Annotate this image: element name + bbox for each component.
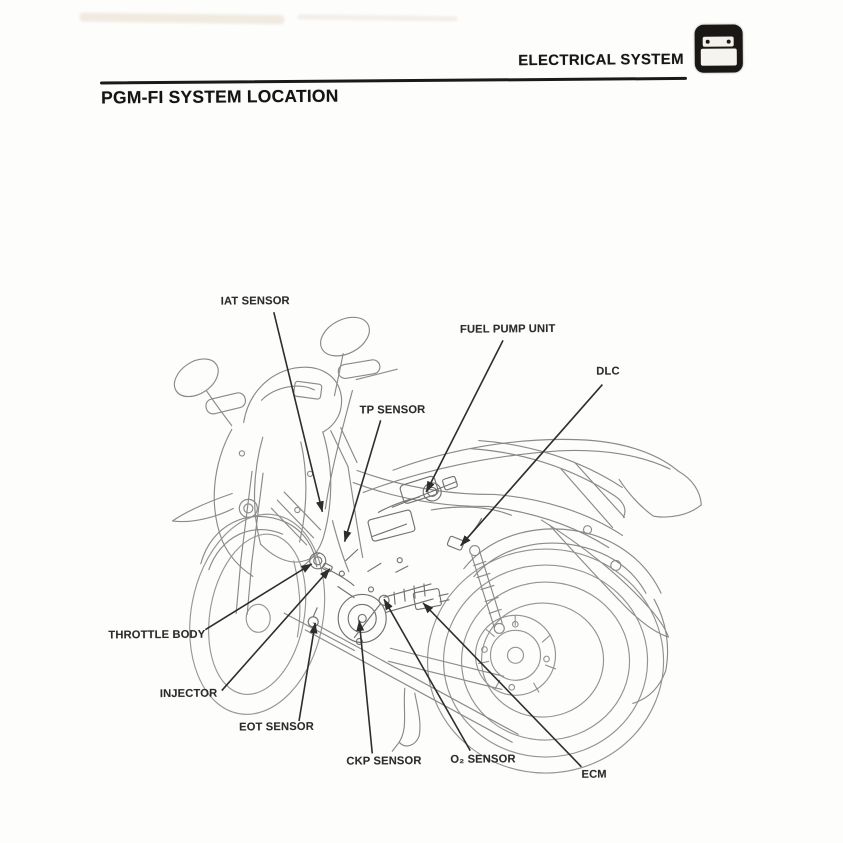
handlebar [205,359,398,510]
leader-dlc [460,384,603,547]
engine [307,517,483,646]
diagram-label-dlc: DLC [596,365,620,378]
swingarm-exhaust [283,612,519,752]
leader-lines [204,311,603,768]
diagram-label-throttle-body: THROTTLE BODY [108,628,206,642]
leader-fuel-pump-unit [425,339,504,493]
rear-fender [463,528,669,704]
throttle-body-part [309,552,327,570]
rear-stay [540,519,669,638]
diagram-label-injector: INJECTOR [159,687,218,701]
front-cowl [171,428,332,577]
seat-tail [362,438,702,529]
leader-throttle-body [204,563,313,631]
front-fender-fork [200,470,318,615]
leader-o2-sensor [383,598,471,752]
leader-injector [221,568,331,692]
leader-tp-sensor [343,420,382,543]
diagram-label-tp-sensor: TP SENSOR [359,403,426,417]
leader-iat-sensor [273,311,324,513]
motorcycle-illustration [171,316,702,774]
rear-shock [469,545,505,634]
leader-eot-sensor [298,622,318,722]
diagram-label-iat-sensor: IAT SENSOR [220,295,290,308]
diagram-label-eot-sensor: EOT SENSOR [239,720,314,734]
eot-sensor-part [307,616,319,628]
rear-wheel [426,548,665,774]
leader-ecm [422,602,582,768]
ckp-sensor-part [355,637,363,646]
leader-ckp-sensor [356,620,374,754]
diagram-label-ecm: ECM [581,768,607,781]
diagram-label-fuel-pump-unit: FUEL PUMP UNIT [459,322,556,336]
diagram-label-o2-sensor: O₂ SENSOR [450,753,516,766]
diagram-label-ckp-sensor: CKP SENSOR [346,755,422,768]
mirrors [173,316,370,427]
